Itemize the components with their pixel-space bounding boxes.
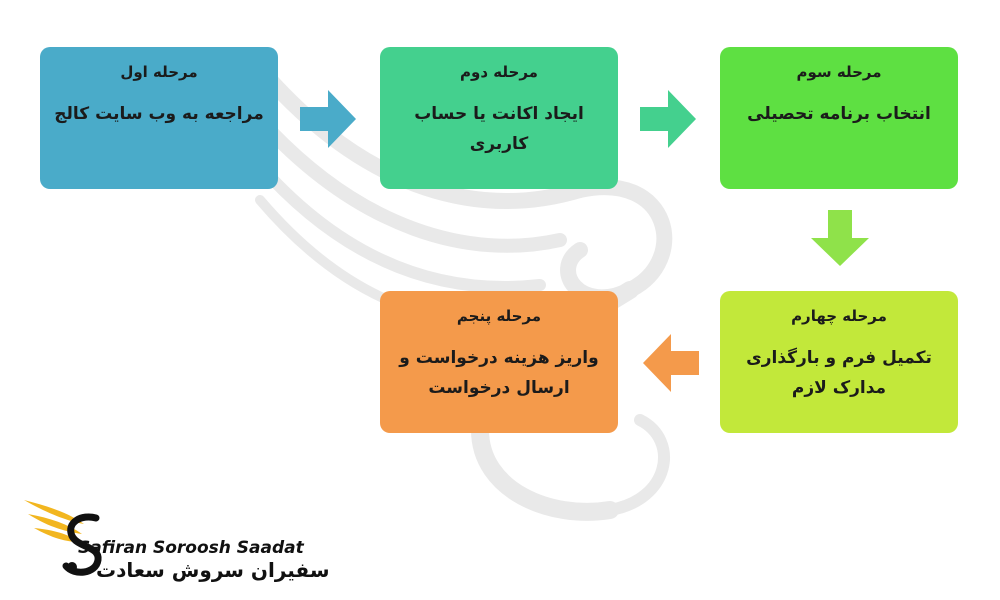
logo-name-en: Safiran Soroosh Saadat [78,538,304,558]
step-3-box: مرحله سوم انتخاب برنامه تحصیلی [720,47,958,189]
step-3-description: انتخاب برنامه تحصیلی [747,104,931,124]
step-5-description: واریز هزینه درخواست و ارسال درخواست [399,348,599,398]
step-1-box: مرحله اول مراجعه به وب سایت کالج [40,47,278,189]
arrow-left-icon [643,334,699,392]
step-5-title: مرحله پنجم [456,307,542,325]
step-2-title: مرحله دوم [460,63,538,81]
step-5-box: مرحله پنجم واریز هزینه درخواست و ارسال د… [380,291,618,433]
step-1-title: مرحله اول [120,63,198,81]
step-1-description: مراجعه به وب سایت کالج [54,104,264,124]
step-3-title: مرحله سوم [796,63,882,81]
step-4-title: مرحله چهارم [791,307,887,325]
arrow-right-icon [300,90,356,148]
step-4-box: مرحله چهارم تکمیل فرم و بارگذاری مدارک ل… [720,291,958,433]
step-4-description: تکمیل فرم و بارگذاری مدارک لازم [746,348,932,398]
logo-name-fa: سفیران سروش سعادت [96,558,330,582]
wing-s-logo-icon [24,500,102,576]
arrow-right-icon [640,90,696,148]
step-2-box: مرحله دوم ایجاد اکانت یا حساب کاربری [380,47,618,189]
step-2-description: ایجاد اکانت یا حساب کاربری [414,104,584,154]
arrow-down-icon [811,210,869,266]
